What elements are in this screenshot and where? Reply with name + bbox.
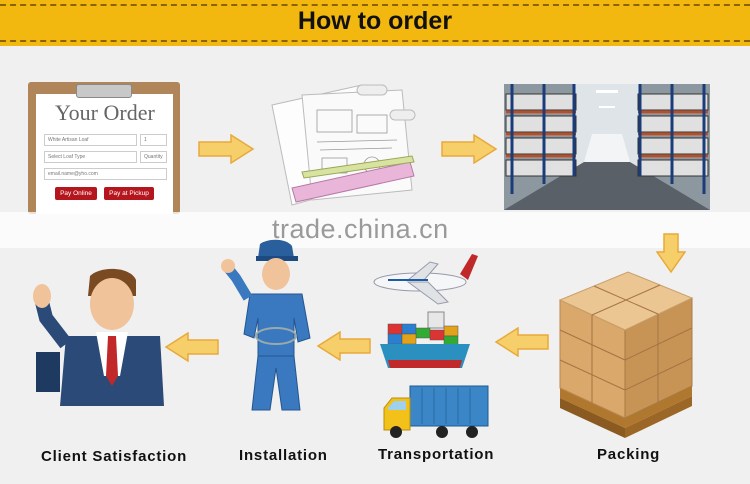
installation-worker-image	[221, 239, 311, 411]
quantity-value: 1	[140, 134, 167, 146]
arrow-right-icon	[198, 134, 255, 164]
loaf-type-select: Select Loaf Type	[44, 151, 137, 163]
email-field: email.name@yho.com	[44, 168, 167, 180]
pay-online-button: Pay Online	[55, 187, 97, 200]
arrow-left-icon	[316, 331, 371, 361]
businessman-image	[33, 268, 164, 406]
watermark-band	[0, 212, 750, 248]
design-drawings-image	[271, 84, 416, 206]
airplane-icon	[373, 254, 478, 305]
page-title: How to order	[297, 7, 453, 35]
arrow-right-icon	[441, 134, 498, 164]
clipboard-clip	[76, 84, 132, 98]
watermark: trade.china.cn	[272, 214, 449, 244]
arrow-down-icon	[656, 233, 686, 274]
step-label-installation: Installation	[239, 447, 328, 464]
packing-boxes-image	[558, 271, 694, 438]
step-label-transportation: Transportation	[378, 446, 495, 463]
cargo-ship-icon	[380, 311, 470, 368]
order-form-title: Your Order	[55, 100, 155, 125]
quantity-field: Quantity	[140, 151, 167, 163]
header-banner: How to order	[0, 0, 750, 46]
truck-icon	[383, 385, 489, 438]
arrow-left-icon	[164, 332, 219, 362]
step-label-packing: Packing	[597, 446, 661, 463]
pay-at-pickup-button: Pay at Pickup	[104, 187, 154, 200]
arrow-left-icon	[494, 327, 549, 357]
loaf-select: White Artisan Loaf	[44, 134, 137, 146]
step-label-client-satisfaction: Client Satisfaction	[41, 448, 188, 465]
warehouse-image	[504, 84, 710, 210]
